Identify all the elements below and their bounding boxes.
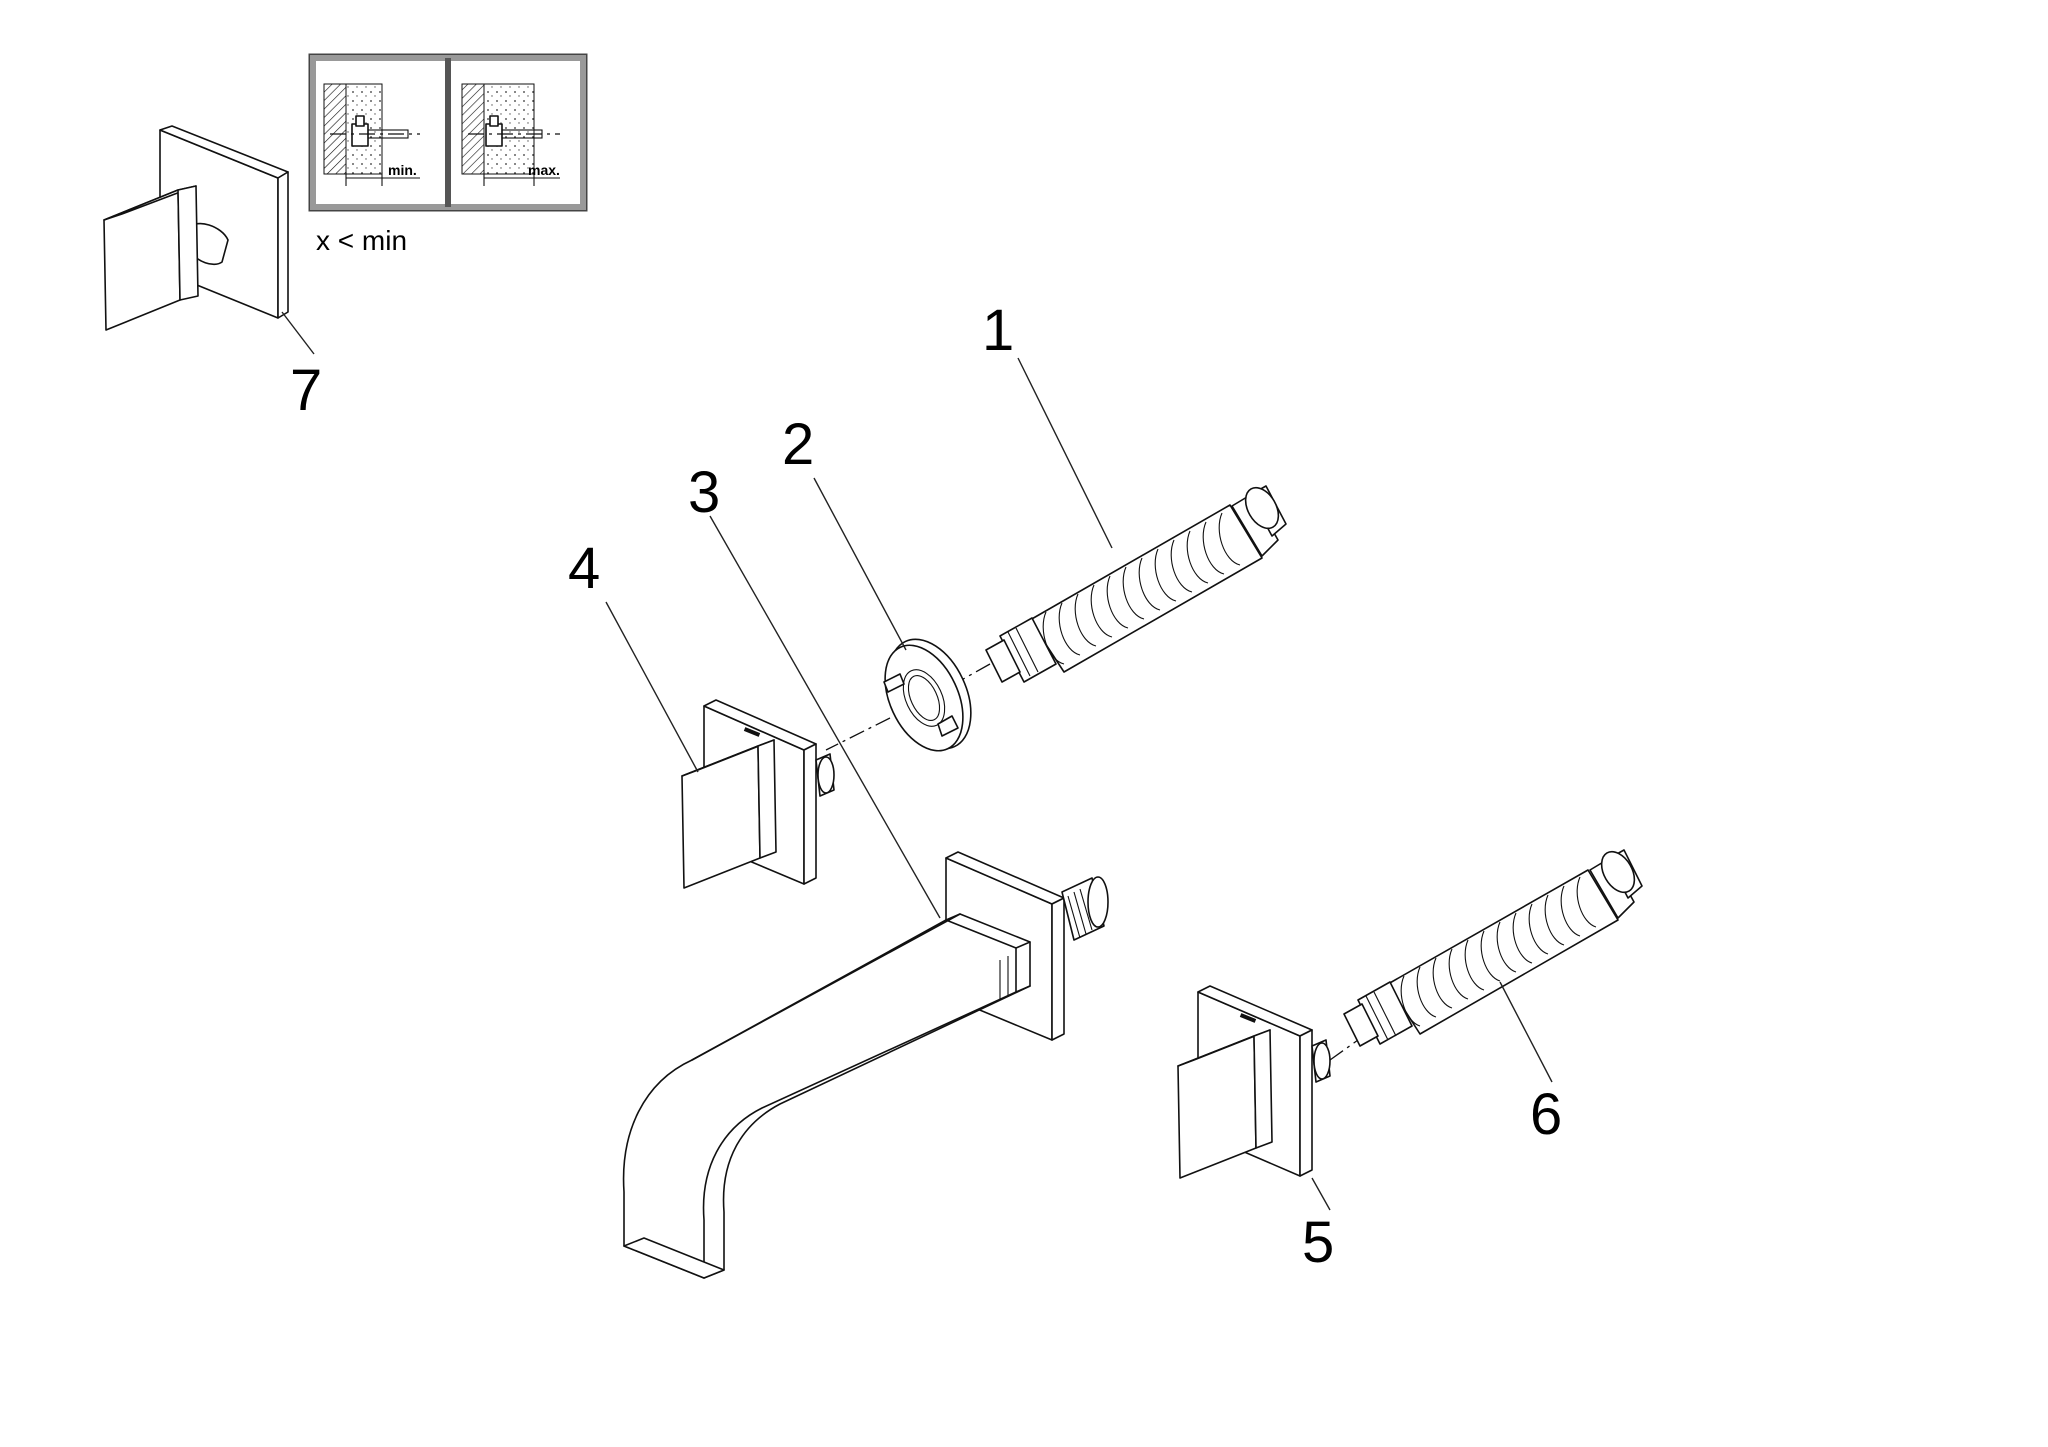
handle-part-4 bbox=[605, 601, 835, 889]
valve-cartridge-part-1 bbox=[985, 357, 1287, 683]
valve-cartridge-part-6 bbox=[1343, 849, 1643, 1083]
installation-depth-inset: min. max. bbox=[308, 53, 588, 212]
inset-min-label: min. bbox=[388, 162, 417, 178]
callout-5: 5 bbox=[1302, 1210, 1334, 1275]
callout-6: 6 bbox=[1530, 1082, 1562, 1147]
callout-4: 4 bbox=[568, 536, 600, 601]
flange-part-2 bbox=[813, 477, 972, 752]
inset-caption: x < min bbox=[316, 225, 407, 256]
spout-part-3 bbox=[622, 515, 1109, 1279]
inset-max-label: max. bbox=[528, 162, 560, 178]
handle-part-7 bbox=[103, 125, 315, 355]
callout-1: 1 bbox=[982, 298, 1014, 363]
callout-2: 2 bbox=[782, 412, 814, 477]
inset-max-panel bbox=[461, 83, 560, 186]
handle-part-5 bbox=[1177, 985, 1331, 1211]
inset-min-panel bbox=[323, 83, 420, 186]
callout-7: 7 bbox=[290, 358, 322, 423]
callout-3: 3 bbox=[688, 460, 720, 525]
